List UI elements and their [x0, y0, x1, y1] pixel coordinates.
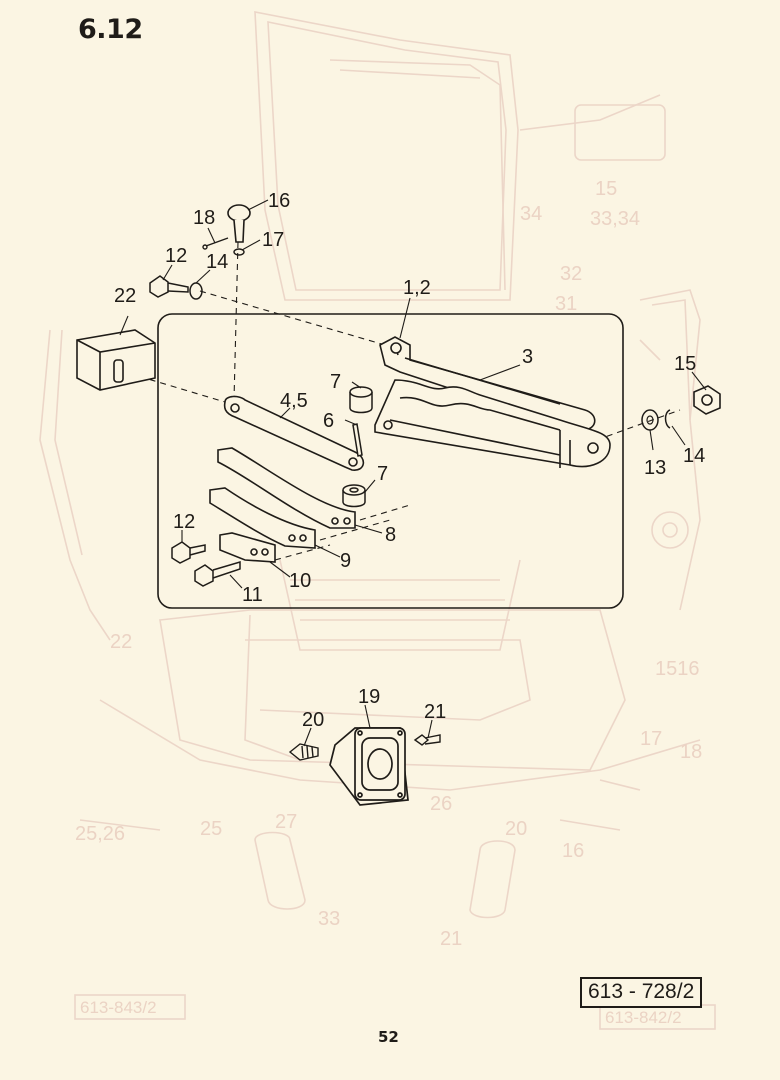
part-16-pin — [227, 204, 251, 243]
part-20-screw — [288, 743, 319, 761]
callout-16: 16 — [268, 190, 290, 212]
svg-text:22: 22 — [110, 631, 132, 653]
part-8-spring-plate — [217, 447, 356, 529]
part-13-washer — [641, 409, 659, 431]
ghost-background-drawing — [39, 11, 716, 1030]
callout-4-5: 4,5 — [280, 390, 308, 412]
page-number: 52 — [378, 1028, 399, 1046]
callout-7-upper: 7 — [330, 371, 341, 393]
svg-text:31: 31 — [555, 293, 577, 315]
leader-lines — [119, 199, 707, 747]
callout-6: 6 — [323, 410, 334, 432]
part-22-block — [76, 329, 156, 391]
part-3-handle-bracket — [374, 336, 611, 468]
callout-21: 21 — [424, 701, 446, 723]
part-18-clip — [202, 237, 229, 250]
callout-19: 19 — [358, 686, 380, 708]
svg-text:33,34: 33,34 — [590, 208, 640, 230]
svg-text:25,26: 25,26 — [75, 823, 125, 845]
callout-numbers: 16 18 17 12 14 1,2 22 3 7 15 4,5 6 7 13 … — [114, 190, 705, 731]
callout-17: 17 — [262, 229, 284, 251]
part-21-screw — [413, 734, 441, 746]
part-11-bolt — [194, 560, 241, 587]
svg-text:613-842/2: 613-842/2 — [605, 1008, 682, 1027]
svg-text:18: 18 — [680, 741, 702, 763]
svg-text:613-843/2: 613-843/2 — [80, 998, 157, 1017]
callout-22: 22 — [114, 285, 136, 307]
svg-text:27: 27 — [275, 811, 297, 833]
callout-11: 11 — [242, 584, 263, 606]
callout-1-2: 1,2 — [403, 277, 431, 299]
part-10-spring-plate — [219, 532, 276, 563]
callout-7-lower: 7 — [377, 463, 388, 485]
svg-text:32: 32 — [560, 263, 582, 285]
svg-text:33: 33 — [318, 908, 340, 930]
part-4-5-link-arm — [223, 395, 365, 471]
svg-text:20: 20 — [505, 818, 527, 840]
assembly-frame — [157, 313, 624, 609]
svg-text:17: 17 — [640, 728, 662, 750]
svg-text:1516: 1516 — [655, 658, 700, 680]
part-15-nut — [693, 385, 721, 415]
callout-10: 10 — [289, 570, 311, 592]
svg-text:25: 25 — [200, 818, 222, 840]
callout-12: 12 — [165, 245, 187, 267]
svg-text:15: 15 — [595, 178, 617, 200]
part-13-washer-hole — [646, 415, 654, 425]
callout-20: 20 — [302, 709, 324, 731]
callout-8: 8 — [385, 524, 396, 546]
part-7-bushing-upper — [349, 386, 373, 414]
callout-13: 13 — [644, 457, 666, 479]
part-12-bolt-upper — [149, 275, 189, 298]
section-number: 6.12 — [78, 14, 143, 45]
part-9-spring-plate — [209, 487, 316, 549]
part-7-bushing-lower — [342, 484, 366, 508]
svg-text:21: 21 — [440, 928, 462, 950]
callout-14: 14 — [206, 251, 228, 273]
part-14-washer-lower — [664, 409, 671, 429]
svg-text:26: 26 — [430, 793, 452, 815]
part-19-housing — [329, 727, 409, 806]
ghost-labels: 15 33,34 32 34 1516 17 18 21 22 25 25,26… — [75, 178, 702, 1027]
callout-18: 18 — [193, 207, 215, 229]
callout-9: 9 — [340, 550, 351, 572]
svg-text:16: 16 — [562, 840, 584, 862]
callout-14-lower: 14 — [683, 445, 705, 467]
svg-text:34: 34 — [520, 203, 542, 225]
callout-15: 15 — [674, 353, 696, 375]
part-12-bolt-lower — [171, 541, 206, 564]
part-17-washer — [233, 248, 245, 256]
drawing-reference-box: 613 - 728/2 — [580, 977, 703, 1008]
callout-3: 3 — [522, 346, 533, 368]
callout-12-lower: 12 — [173, 511, 195, 533]
